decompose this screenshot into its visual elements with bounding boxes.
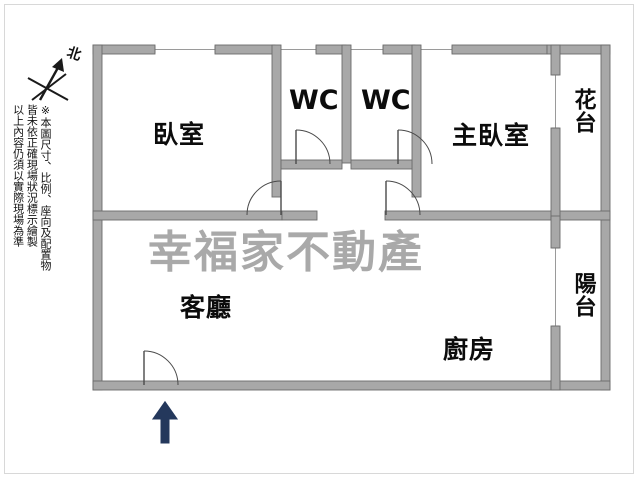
- room-label-balcony: 陽台: [570, 272, 596, 318]
- room-label-living-room: 客廳: [180, 293, 233, 322]
- room-label-flower-deck: 花台: [570, 88, 596, 134]
- door-wc-left: [295, 129, 331, 165]
- door-master-bedroom: [385, 180, 421, 216]
- door-wc-right: [397, 129, 433, 165]
- watermark-brand: 幸福家不動產: [148, 227, 424, 278]
- room-label-wc-right: WC: [361, 85, 411, 116]
- disclaimer-note: ※本圖尺寸、比例、座向及配置物 皆未依正確現場狀況標示繪製 以上內容仍須以實際現…: [11, 104, 52, 354]
- interior-walls: [92, 44, 611, 391]
- room-label-kitchen: 廚房: [443, 335, 496, 364]
- disclaimer-line-2: 皆未依正確現場狀況標示繪製: [25, 104, 39, 247]
- door-bedroom: [246, 180, 282, 216]
- entry-arrow-icon: [148, 398, 182, 446]
- compass-north-label: 北: [65, 45, 83, 65]
- room-label-wc-left: WC: [289, 85, 339, 116]
- compass-north-icon: 北: [22, 34, 92, 106]
- room-label-bedroom: 臥室: [153, 120, 206, 149]
- room-label-master-bedroom: 主臥室: [452, 121, 531, 150]
- disclaimer-line-1: ※本圖尺寸、比例、座向及配置物: [38, 104, 52, 271]
- disclaimer-line-3: 以上內容仍須以實際現場為準: [11, 104, 25, 247]
- door-entrance: [143, 350, 179, 386]
